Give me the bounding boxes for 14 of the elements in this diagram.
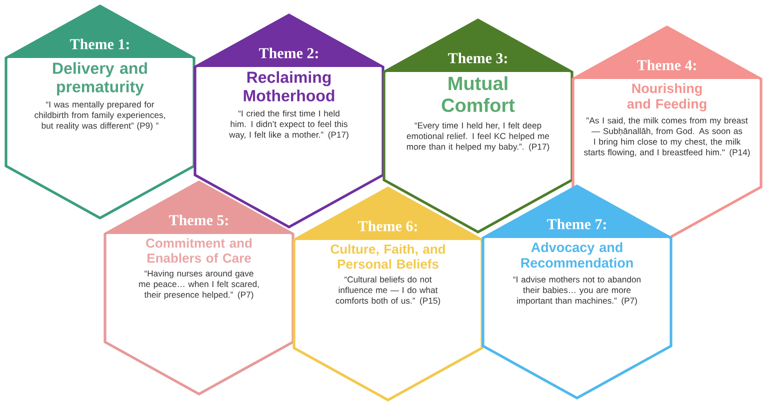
quote-text: “I was mentally prepared for childbirth from family experiences, but reality was different” (P9) ” bbox=[34, 101, 165, 130]
theme-title: Nourishing and Feeding bbox=[627, 83, 706, 112]
quote-text: “Having nurses around gave me peace… when I felt scared, their presence helped.” (P7) bbox=[139, 270, 259, 300]
quote-text: "As I said, the milk comes from my breast — Subḥānallāh, from God. As soon as I bring him close to my chest, the milk starts flowing, and I breastfeed him." (P14) bbox=[584, 117, 750, 158]
theme-title: Mutual Comfort bbox=[442, 76, 515, 112]
quote-text: “I advise mothers not to abandon their babies… you are more important than machines.” (P7) bbox=[513, 276, 640, 306]
theme-title: Culture, Faith, and Personal Beliefs bbox=[330, 244, 445, 269]
quote-text: “I cried the first time I held him. I didn’t expect to feel this way, I felt like a mother.” (P17) bbox=[229, 110, 348, 140]
theme-title: Advocacy and Recommendation bbox=[521, 242, 633, 268]
theme-title: Commitment and Enablers of Care bbox=[146, 238, 252, 263]
quote-text: “Cultural beliefs do not influence me — I do what comforts both of us.” (P15) bbox=[336, 276, 440, 306]
theme-title: Reclaiming Motherhood bbox=[244, 71, 334, 102]
quote-text: “Every time I held her, I felt deep emotional relief. I feel KC helped me more than it helped my baby.”. (P17) bbox=[406, 122, 550, 152]
theme-title: Delivery and prematurity bbox=[53, 62, 147, 96]
